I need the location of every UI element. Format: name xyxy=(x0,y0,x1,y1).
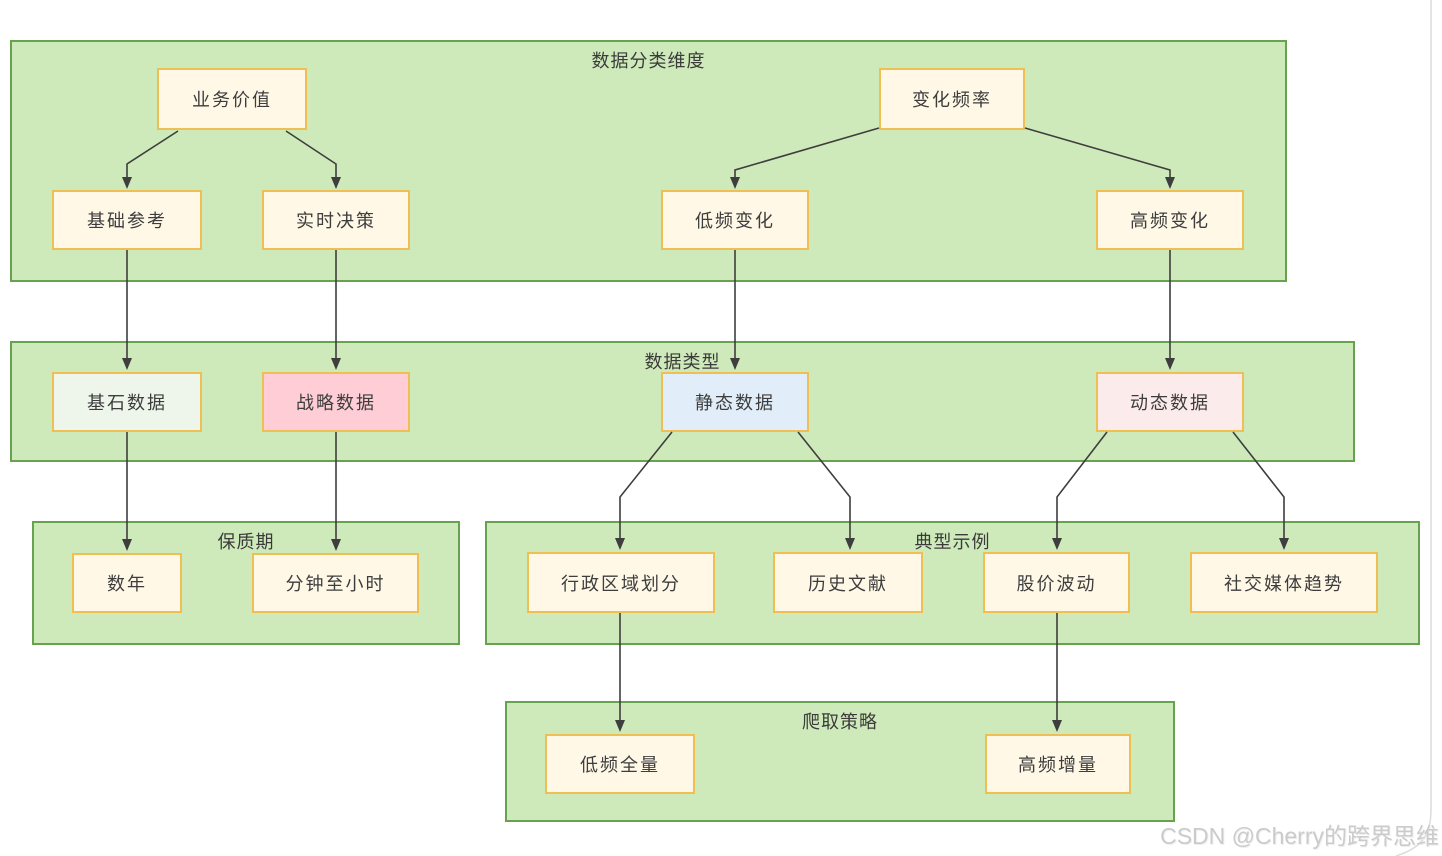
node-label-cornerstone-data: 基石数据 xyxy=(87,393,167,413)
node-label-static-data: 静态数据 xyxy=(695,393,775,413)
node-strategic-data: 战略数据 xyxy=(262,372,410,432)
node-label-administrative-division: 行政区域划分 xyxy=(561,573,681,594)
group-title-typical-examples: 典型示例 xyxy=(914,532,991,552)
node-label-low-freq-change: 低频变化 xyxy=(695,211,775,231)
node-administrative-division: 行政区域划分 xyxy=(527,552,715,613)
node-minutes-to-hours: 分钟至小时 xyxy=(252,553,419,613)
watermark: CSDN @Cherry的跨界思维 xyxy=(1160,823,1439,849)
node-label-low-freq-full: 低频全量 xyxy=(580,755,660,775)
group-title-crawl-strategy: 爬取策略 xyxy=(802,712,878,732)
node-business-value: 业务价值 xyxy=(157,68,307,130)
node-dynamic-data: 动态数据 xyxy=(1096,372,1244,432)
page-right-border xyxy=(1395,0,1432,856)
node-label-years: 数年 xyxy=(107,574,147,594)
node-realtime-decision: 实时决策 xyxy=(262,190,410,250)
node-social-media-trends: 社交媒体趋势 xyxy=(1190,552,1378,613)
node-label-dynamic-data: 动态数据 xyxy=(1130,393,1210,413)
node-label-minutes-to-hours: 分钟至小时 xyxy=(285,574,386,594)
node-cornerstone-data: 基石数据 xyxy=(52,372,202,432)
node-label-social-media-trends: 社交媒体趋势 xyxy=(1224,573,1344,594)
node-stock-price-fluctuation: 股价波动 xyxy=(983,552,1130,613)
node-low-freq-full: 低频全量 xyxy=(545,734,695,794)
node-low-freq-change: 低频变化 xyxy=(661,190,809,250)
node-label-stock-price-fluctuation: 股价波动 xyxy=(1016,573,1097,594)
node-label-realtime-decision: 实时决策 xyxy=(296,211,376,231)
node-label-business-value: 业务价值 xyxy=(192,90,272,110)
node-change-frequency: 变化频率 xyxy=(879,68,1025,130)
node-basic-reference: 基础参考 xyxy=(52,190,202,250)
node-label-strategic-data: 战略数据 xyxy=(296,393,376,413)
node-high-freq-change: 高频变化 xyxy=(1096,190,1244,250)
node-high-freq-incremental: 高频增量 xyxy=(985,734,1131,794)
node-label-change-frequency: 变化频率 xyxy=(912,90,992,110)
group-title-classification-dimensions: 数据分类维度 xyxy=(591,51,706,71)
node-label-basic-reference: 基础参考 xyxy=(87,211,167,231)
node-years: 数年 xyxy=(72,553,182,613)
node-label-historical-literature: 历史文献 xyxy=(808,573,888,594)
node-historical-literature: 历史文献 xyxy=(773,552,923,613)
group-title-data-types: 数据类型 xyxy=(644,352,721,372)
node-label-high-freq-change: 高频变化 xyxy=(1130,211,1210,231)
node-label-high-freq-incremental: 高频增量 xyxy=(1018,755,1098,775)
node-static-data: 静态数据 xyxy=(661,372,809,432)
group-title-shelf-life: 保质期 xyxy=(217,532,275,552)
